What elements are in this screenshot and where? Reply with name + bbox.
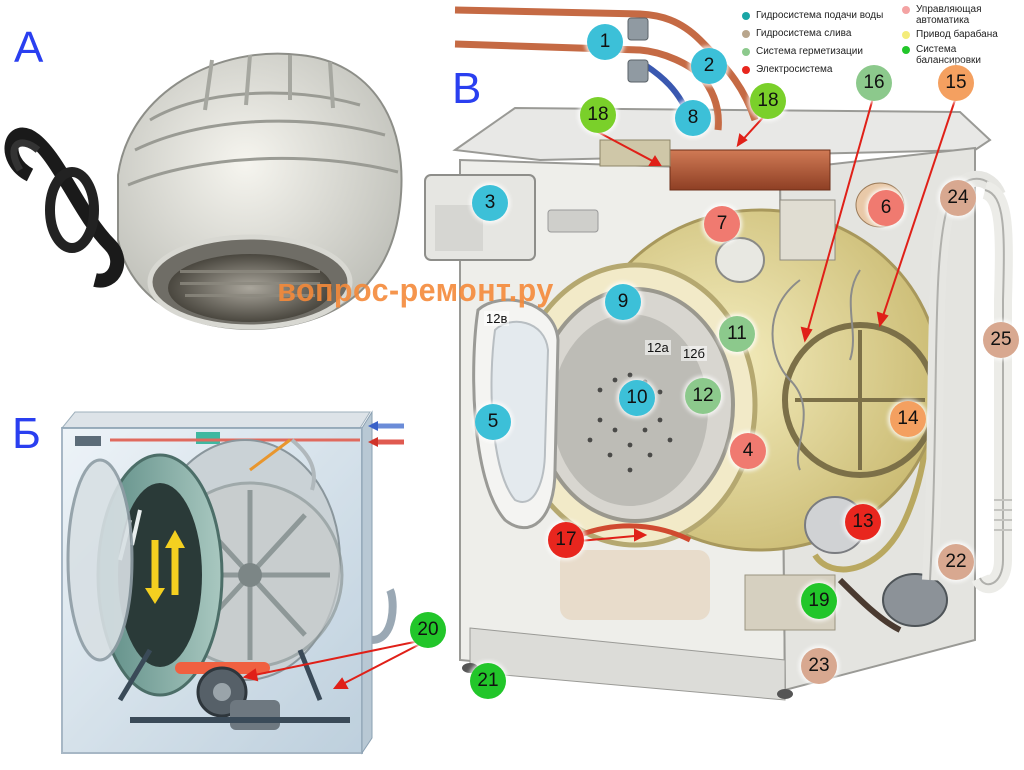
callout-20: 20 — [410, 612, 446, 648]
legend-label: Гидросистема слива — [756, 28, 852, 39]
legend-swatch — [742, 48, 750, 56]
callout-21: 21 — [470, 663, 506, 699]
callout-19: 19 — [801, 583, 837, 619]
callout-7: 7 — [704, 206, 740, 242]
legend-label: Система балансировки — [916, 44, 981, 66]
sublabel-12b: 12б — [681, 346, 707, 361]
panel-a-tank — [4, 52, 403, 330]
legend-item-balancing: Система балансировки — [902, 44, 1002, 66]
callout-18-right: 18 — [750, 83, 786, 119]
callout-6: 6 — [868, 190, 904, 226]
sublabel-12v: 12в — [484, 311, 510, 326]
watermark: вопрос-ремонт.ру — [277, 272, 554, 308]
callout-13: 13 — [845, 504, 881, 540]
legend-swatch — [902, 31, 910, 39]
sublabel-12a: 12а — [645, 340, 671, 355]
legend-swatch — [742, 30, 750, 38]
panel-letter-v: В — [452, 64, 482, 113]
panel-letter-b: Б — [12, 409, 41, 458]
legend-item-electric: Электросистема — [742, 64, 833, 75]
legend: Гидросистема подачи воды Гидросистема сл… — [742, 4, 1022, 75]
legend-label: Электросистема — [756, 64, 833, 75]
callout-11: 11 — [719, 316, 755, 352]
callout-24: 24 — [940, 180, 976, 216]
legend-label: Гидросистема подачи воды — [756, 10, 884, 21]
callout-8: 8 — [675, 100, 711, 136]
legend-label: Привод барабана — [916, 29, 998, 40]
callout-12: 12 — [685, 378, 721, 414]
panel-letter-a: А — [14, 23, 44, 72]
legend-item-control: Управляющая автоматика — [902, 4, 1012, 26]
panel-b-cutaway — [60, 410, 404, 755]
callout-10: 10 — [619, 380, 655, 416]
callout-22: 22 — [938, 544, 974, 580]
callout-15: 15 — [938, 65, 974, 101]
callout-4: 4 — [730, 433, 766, 469]
legend-swatch — [742, 12, 750, 20]
panel-v-machine — [424, 6, 1013, 701]
legend-swatch — [742, 66, 750, 74]
legend-item-water-supply: Гидросистема подачи воды — [742, 10, 883, 21]
legend-label: Управляющая автоматика — [916, 4, 982, 26]
callout-16: 16 — [856, 65, 892, 101]
callout-3: 3 — [472, 185, 508, 221]
callout-14: 14 — [890, 401, 926, 437]
callout-1: 1 — [587, 24, 623, 60]
callout-17: 17 — [548, 522, 584, 558]
legend-label: Система герметизации — [756, 46, 863, 57]
legend-item-drum-drive: Привод барабана — [902, 29, 998, 40]
callout-23: 23 — [801, 648, 837, 684]
legend-swatch — [902, 6, 910, 14]
callout-25: 25 — [983, 322, 1019, 358]
legend-swatch — [902, 46, 910, 54]
legend-item-sealing: Система герметизации — [742, 46, 863, 57]
callout-5: 5 — [475, 404, 511, 440]
callout-18-left: 18 — [580, 97, 616, 133]
callout-2: 2 — [691, 48, 727, 84]
callout-9: 9 — [605, 284, 641, 320]
legend-item-drain: Гидросистема слива — [742, 28, 851, 39]
